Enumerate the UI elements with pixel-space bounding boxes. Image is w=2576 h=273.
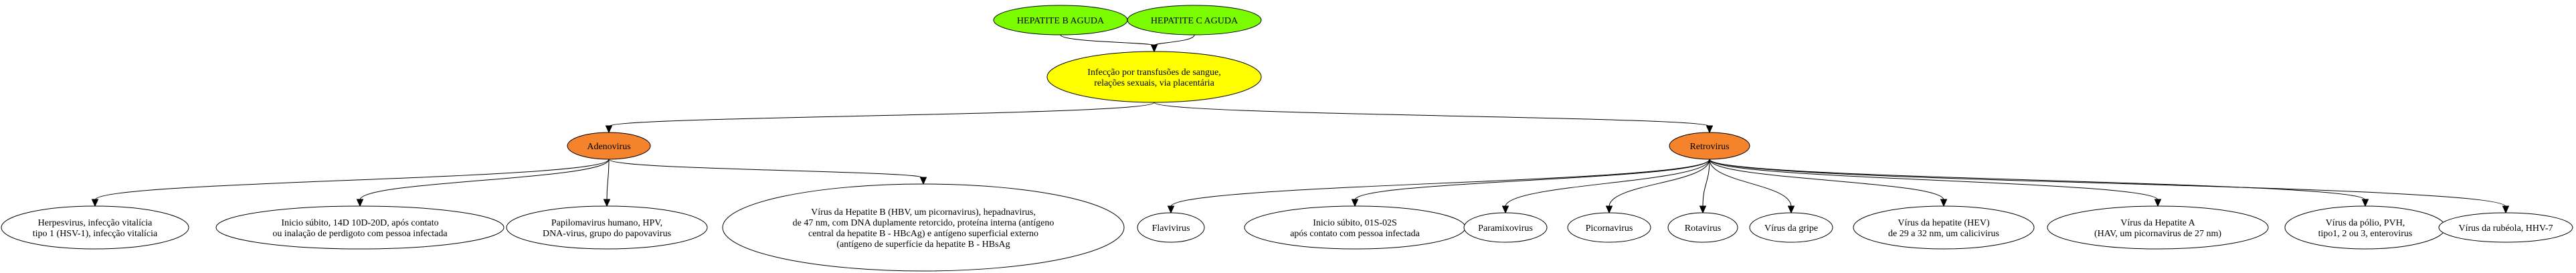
node-inicio14: Inicio súbito, 14D 10D-20D, após contato…	[215, 205, 504, 250]
edge-adenovirus-to-hbv	[608, 159, 927, 185]
node-root: Infecção por transfusões de sangue,relaç…	[1046, 51, 1262, 103]
node-hbv-label: de 47 nm, com DNA duplamente retorcido, …	[793, 218, 1054, 228]
node-root-label: relações sexuais, via placentária	[1094, 78, 1214, 88]
node-polio-label: Vírus da pólio, PVH,	[2326, 218, 2405, 228]
node-gripe-label: Vírus da gripe	[1764, 223, 1818, 234]
node-papiloma-shape	[506, 205, 708, 250]
node-rubeola-label: Vírus da rubéola, HHV-7	[2458, 223, 2553, 234]
node-herpes-label: Herpesvirus, infecção vitalícia	[38, 218, 153, 228]
node-flavi-shape	[1137, 212, 1205, 243]
node-hev-shape	[1853, 205, 2035, 250]
node-hav: Vírus da Hepatite A(HAV, um picornavirus…	[2047, 205, 2269, 250]
node-polio: Vírus da pólio, PVH,tipo1, 2 ou 3, enter…	[2284, 205, 2446, 250]
node-paramixo: Paramixovirus	[1463, 212, 1548, 243]
node-gripe-shape	[1749, 212, 1833, 243]
edge-retrovirus-to-hav	[1709, 159, 2162, 207]
edge-adenovirus-to-inicio14	[356, 159, 610, 207]
node-herpes-shape	[1, 205, 189, 250]
node-herpes-label: tipo 1 (HSV-1), infecção vitalícia	[33, 229, 158, 239]
node-gripe: Vírus da gripe	[1749, 212, 1833, 243]
node-root-shape	[1046, 51, 1262, 103]
node-retrovirus-shape	[1669, 132, 1750, 160]
node-rota-shape	[1667, 212, 1738, 243]
node-rota: Rotavirus	[1667, 212, 1738, 243]
node-papiloma: Papilomavirus humano, HPV,DNA-virus, gru…	[506, 205, 708, 250]
node-hev-label: Vírus da hepatite (HEV)	[1898, 218, 1990, 228]
edge-retrovirus-to-polio	[1709, 159, 2369, 207]
node-papiloma-label: DNA-virus, grupo do papovavirus	[543, 229, 671, 239]
node-picorna-shape	[1567, 212, 1651, 243]
node-flavi: Flavivirus	[1137, 212, 1205, 243]
node-inicio01-label: Inicio súbito, 01S-02S	[1313, 218, 1397, 228]
node-hbv: Vírus da Hepatite B (HBV, um picornaviru…	[722, 183, 1125, 272]
edge-retrovirus-to-rubeola	[1709, 159, 2510, 214]
node-paramixo-label: Paramixovirus	[1478, 223, 1533, 234]
node-picorna: Picornavirus	[1567, 212, 1651, 243]
node-inicio14-label: ou inalação de perdigoto com pessoa infe…	[272, 229, 448, 239]
node-hbv-label: (antígeno de superfície da hepatite B - …	[836, 240, 1010, 250]
edge-retrovirus-to-paramixo	[1501, 159, 1710, 214]
node-adenovirus-shape	[567, 132, 651, 160]
node-inicio14-label: Inicio súbito, 14D 10D-20D, após contato	[281, 218, 438, 228]
node-hbv-label: central da hepatite B - HBcAg) e antígen…	[808, 229, 1038, 239]
node-hep_b-label: HEPATITE B AGUDA	[1017, 16, 1105, 26]
node-hav-label: (HAV, um picornavirus de 27 nm)	[2094, 229, 2221, 239]
edge-adenovirus-to-herpes	[91, 159, 610, 207]
edge-hep_c-to-root	[1150, 34, 1195, 53]
node-hev-label: de 29 a 32 nm, um calicivirus	[1888, 229, 1999, 239]
node-rubeola: Vírus da rubéola, HHV-7	[2438, 212, 2573, 243]
edge-retrovirus-to-rota	[1699, 159, 1710, 214]
node-rubeola-shape	[2438, 212, 2573, 243]
edge-hep_b-to-root	[1060, 34, 1158, 53]
node-retrovirus: Retrovirus	[1669, 132, 1750, 160]
node-flavi-label: Flavivirus	[1152, 223, 1190, 234]
diagram-edges	[91, 34, 2510, 214]
node-inicio14-shape	[215, 205, 504, 250]
node-paramixo-shape	[1463, 212, 1548, 243]
edge-retrovirus-to-hev	[1709, 159, 1948, 207]
diagram-nodes: HEPATITE B AGUDA HEPATITE C AGUDA Infecção…	[1, 5, 2573, 272]
edge-adenovirus-to-papiloma	[603, 159, 611, 207]
node-hev: Vírus da hepatite (HEV)de 29 a 32 nm, um…	[1853, 205, 2035, 250]
edge-retrovirus-to-inicio01	[1351, 159, 1710, 207]
node-adenovirus-label: Adenovirus	[587, 142, 630, 152]
node-inicio01-label: após contato com pessoa infectada	[1290, 229, 1420, 239]
node-polio-label: tipo1, 2 ou 3, enterovirus	[2318, 229, 2413, 239]
node-hav-label: Vírus da Hepatite A	[2120, 218, 2195, 228]
node-hep_c-shape	[1127, 5, 1262, 35]
edge-retrovirus-to-gripe	[1709, 159, 1795, 214]
node-hbv-label: Vírus da Hepatite B (HBV, um picornaviru…	[811, 207, 1036, 217]
edge-root-to-retrovirus	[1154, 102, 1714, 134]
node-adenovirus: Adenovirus	[567, 132, 651, 160]
edge-root-to-adenovirus	[605, 102, 1155, 134]
node-rota-label: Rotavirus	[1685, 223, 1721, 234]
edge-retrovirus-to-picorna	[1605, 159, 1710, 214]
node-hep_b: HEPATITE B AGUDA	[993, 5, 1128, 35]
node-picorna-label: Picornavirus	[1586, 223, 1633, 234]
node-retrovirus-label: Retrovirus	[1689, 142, 1729, 152]
node-hep_c-label: HEPATITE C AGUDA	[1151, 16, 1238, 26]
node-root-label: Infecção por transfusões de sangue,	[1087, 68, 1220, 78]
node-papiloma-label: Papilomavirus humano, HPV,	[551, 218, 662, 228]
edge-retrovirus-to-flavi	[1167, 159, 1710, 214]
node-hbv-shape	[722, 183, 1125, 272]
node-hav-shape	[2047, 205, 2269, 250]
node-hep_c: HEPATITE C AGUDA	[1127, 5, 1262, 35]
